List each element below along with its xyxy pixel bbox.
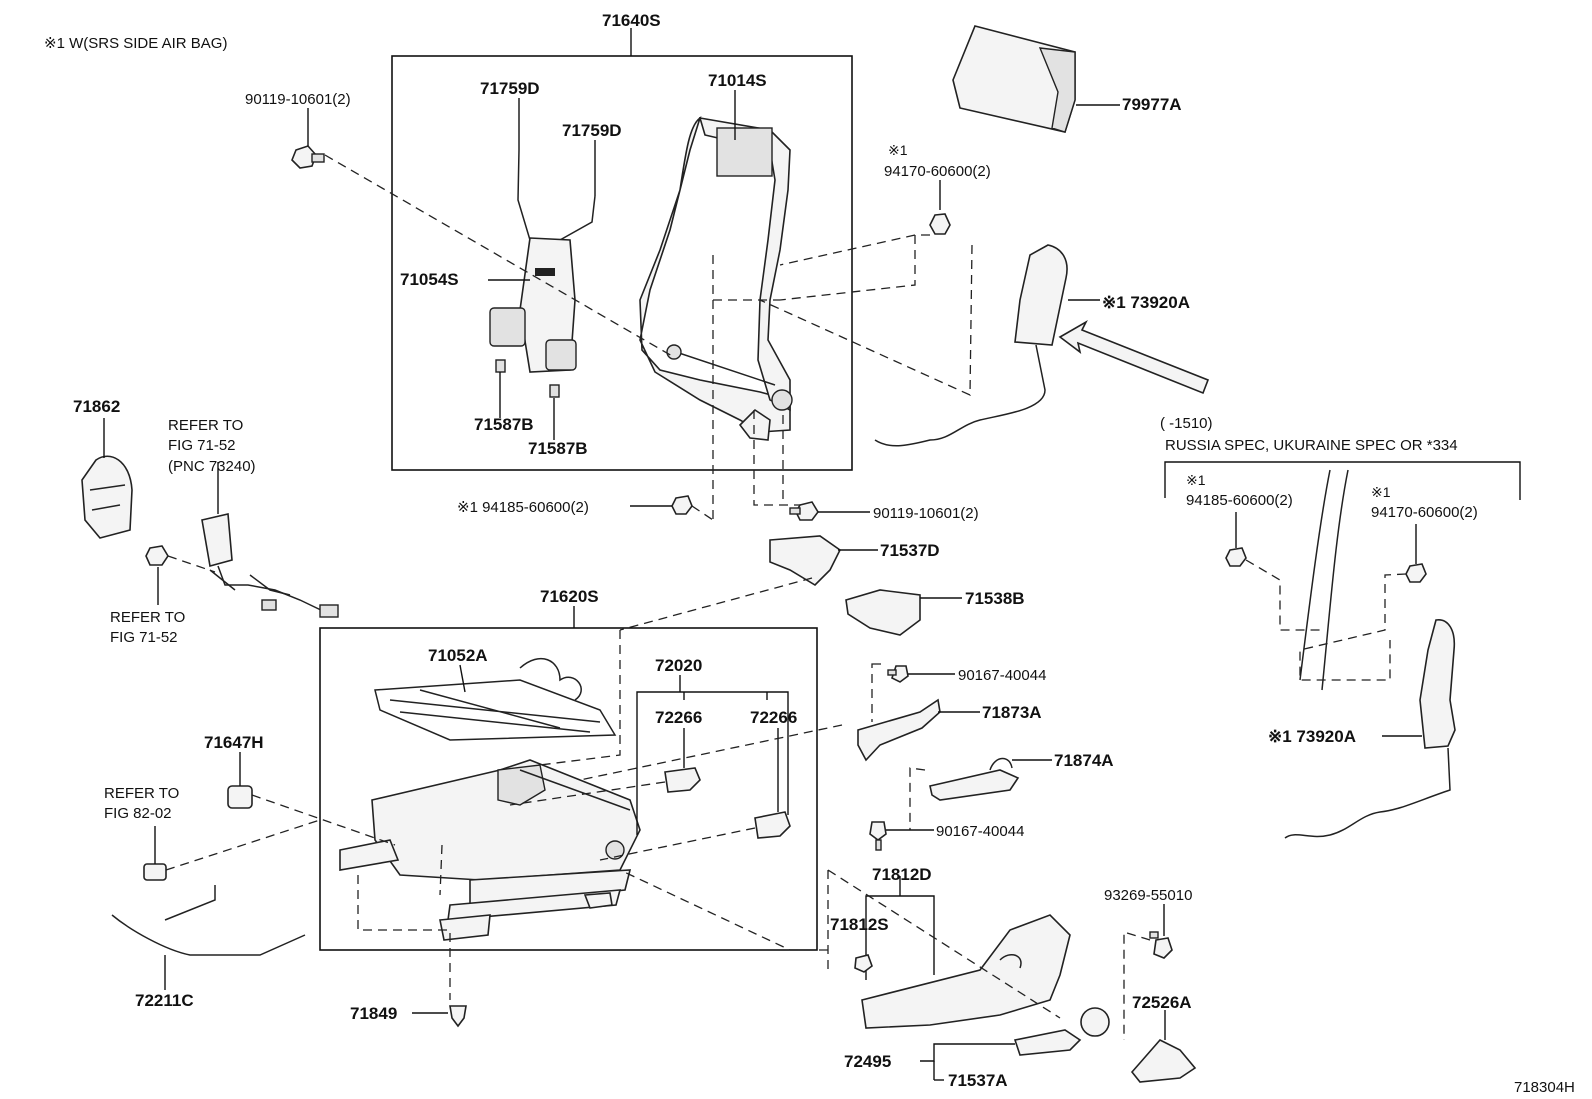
bolt-90119-top[interactable] bbox=[291, 145, 325, 169]
refer3-line1: REFER TO bbox=[104, 785, 179, 802]
direction-arrow bbox=[1058, 319, 1210, 395]
russia-spec: RUSSIA SPEC, UKURAINE SPEC OR *334 bbox=[1165, 437, 1458, 454]
diagram-id: 718304H bbox=[1514, 1079, 1575, 1096]
label-73920A-right[interactable]: ※1 73920A bbox=[1268, 727, 1356, 746]
cover-71874A[interactable] bbox=[929, 757, 1020, 801]
label-71587B-a[interactable]: 71587B bbox=[474, 415, 534, 434]
bolt-90119-mid[interactable] bbox=[789, 501, 819, 521]
screw-90167-b[interactable] bbox=[869, 821, 887, 851]
label-90167-b[interactable]: 90167-40044 bbox=[936, 823, 1024, 840]
label-93269[interactable]: 93269-55010 bbox=[1104, 887, 1192, 904]
label-90119-mid[interactable]: 90119-10601(2) bbox=[873, 505, 979, 522]
plug-71849[interactable] bbox=[449, 1005, 467, 1028]
nut-r94185[interactable] bbox=[1225, 547, 1247, 567]
screw-90167-a[interactable] bbox=[887, 665, 909, 683]
cover-71862[interactable] bbox=[81, 455, 133, 539]
label-71537A[interactable]: 71537A bbox=[948, 1071, 1008, 1090]
label-71538B[interactable]: 71538B bbox=[965, 589, 1025, 608]
seatback-frame-box bbox=[391, 55, 853, 471]
side-airbag-73920A-top[interactable] bbox=[874, 244, 1068, 447]
label-71812S[interactable]: 71812S bbox=[830, 915, 889, 934]
label-71052A[interactable]: 71052A bbox=[428, 646, 488, 665]
cap-refer-82-02[interactable] bbox=[143, 863, 167, 881]
cushion-frame[interactable] bbox=[339, 759, 641, 941]
label-94185-mid[interactable]: ※1 94185-60600(2) bbox=[457, 499, 589, 516]
nut-94170-top[interactable] bbox=[929, 213, 951, 235]
cover-72526A[interactable] bbox=[1130, 1039, 1197, 1083]
note-r94170: ※1 bbox=[1371, 484, 1391, 500]
pad-79977A[interactable] bbox=[952, 25, 1076, 133]
clip-72266-a[interactable] bbox=[664, 767, 701, 793]
rod-72211C[interactable] bbox=[111, 885, 306, 956]
refer1-line1: REFER TO bbox=[168, 417, 243, 434]
lumbar-support-71054S[interactable] bbox=[489, 149, 596, 398]
label-71014S[interactable]: 71014S bbox=[708, 71, 767, 90]
label-r94185[interactable]: 94185-60600(2) bbox=[1186, 492, 1293, 509]
label-73920A-top[interactable]: ※1 73920A bbox=[1102, 293, 1190, 312]
refer3-line2: FIG 82-02 bbox=[104, 805, 172, 822]
label-71537D[interactable]: 71537D bbox=[880, 541, 940, 560]
label-71054S[interactable]: 71054S bbox=[400, 270, 459, 289]
cover-71873A[interactable] bbox=[857, 698, 941, 762]
russia-date: ( -1510) bbox=[1160, 415, 1213, 432]
label-72211C[interactable]: 72211C bbox=[135, 991, 194, 1010]
label-94170-top[interactable]: 94170-60600(2) bbox=[884, 163, 991, 180]
nut-r94170[interactable] bbox=[1405, 563, 1427, 583]
label-72266-a[interactable]: 72266 bbox=[655, 708, 702, 727]
label-72495[interactable]: 72495 bbox=[844, 1052, 891, 1071]
label-72266-b[interactable]: 72266 bbox=[750, 708, 797, 727]
refer1-line2: FIG 71-52 bbox=[168, 437, 236, 454]
label-72020[interactable]: 72020 bbox=[655, 656, 702, 675]
clip-72266-b[interactable] bbox=[754, 811, 791, 839]
seatbelt-buckle[interactable] bbox=[201, 513, 339, 618]
lever-71537A[interactable] bbox=[1013, 1007, 1110, 1056]
refer2-line2: FIG 71-52 bbox=[110, 629, 178, 646]
screw-93269[interactable] bbox=[1149, 931, 1173, 959]
cushion-frame-box bbox=[319, 627, 818, 951]
refer1-line3: (PNC 73240) bbox=[168, 458, 256, 475]
label-79977A[interactable]: 79977A bbox=[1122, 95, 1182, 114]
label-71812D[interactable]: 71812D bbox=[872, 865, 932, 884]
note-r94185: ※1 bbox=[1186, 472, 1206, 488]
label-r94170[interactable]: 94170-60600(2) bbox=[1371, 504, 1478, 521]
shield-71812D[interactable] bbox=[861, 914, 1071, 1029]
label-90119-top[interactable]: 90119-10601(2) bbox=[245, 91, 351, 108]
label-71759D-b[interactable]: 71759D bbox=[562, 121, 622, 140]
label-71862[interactable]: 71862 bbox=[73, 397, 120, 416]
label-71759D-a[interactable]: 71759D bbox=[480, 79, 540, 98]
note-94170-top: ※1 bbox=[888, 142, 908, 158]
nut-refer-71-52[interactable] bbox=[145, 545, 169, 566]
label-71620S[interactable]: 71620S bbox=[540, 587, 599, 606]
label-71874A[interactable]: 71874A bbox=[1054, 751, 1114, 770]
label-72526A[interactable]: 72526A bbox=[1132, 993, 1192, 1012]
label-71647H[interactable]: 71647H bbox=[204, 733, 264, 752]
cover-71537D[interactable] bbox=[769, 535, 842, 587]
label-71849[interactable]: 71849 bbox=[350, 1004, 397, 1023]
cushion-frame-group: 71620S 71052A bbox=[319, 587, 818, 1000]
cover-71538B[interactable] bbox=[845, 589, 921, 636]
screw-71812S[interactable] bbox=[854, 954, 873, 973]
label-71587B-b[interactable]: 71587B bbox=[528, 439, 588, 458]
seatback-frame-group: 71640S 71014S 71054S 71759D bbox=[324, 11, 853, 520]
label-90167-a[interactable]: 90167-40044 bbox=[958, 667, 1046, 684]
label-71640S[interactable]: 71640S bbox=[602, 11, 661, 30]
label-71873A[interactable]: 71873A bbox=[982, 703, 1042, 722]
nut-94185-mid[interactable] bbox=[671, 495, 693, 515]
spring-71052A[interactable] bbox=[374, 657, 617, 741]
seatback-frame-71014S[interactable] bbox=[639, 115, 793, 441]
refer2-line1: REFER TO bbox=[110, 609, 185, 626]
side-airbag-73920A-right[interactable] bbox=[1284, 619, 1456, 839]
cap-71647H[interactable] bbox=[227, 785, 253, 809]
srs-note: ※1 W(SRS SIDE AIR BAG) bbox=[44, 35, 227, 52]
